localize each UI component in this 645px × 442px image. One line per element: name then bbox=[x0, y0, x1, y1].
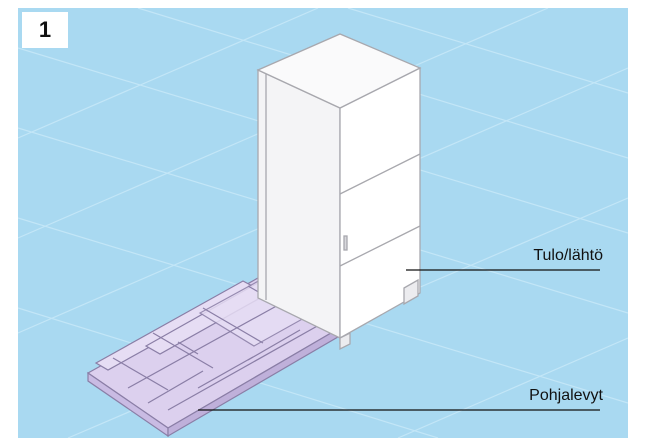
isometric-scene bbox=[18, 8, 628, 438]
label-base-plates: Pohjalevyt bbox=[529, 387, 603, 404]
leader-lines bbox=[198, 269, 600, 411]
cabinet bbox=[256, 33, 422, 351]
step-number-badge: 1 bbox=[22, 12, 68, 48]
scene-drawing bbox=[18, 8, 628, 438]
label-input-output: Tulo/lähtö bbox=[533, 247, 603, 264]
